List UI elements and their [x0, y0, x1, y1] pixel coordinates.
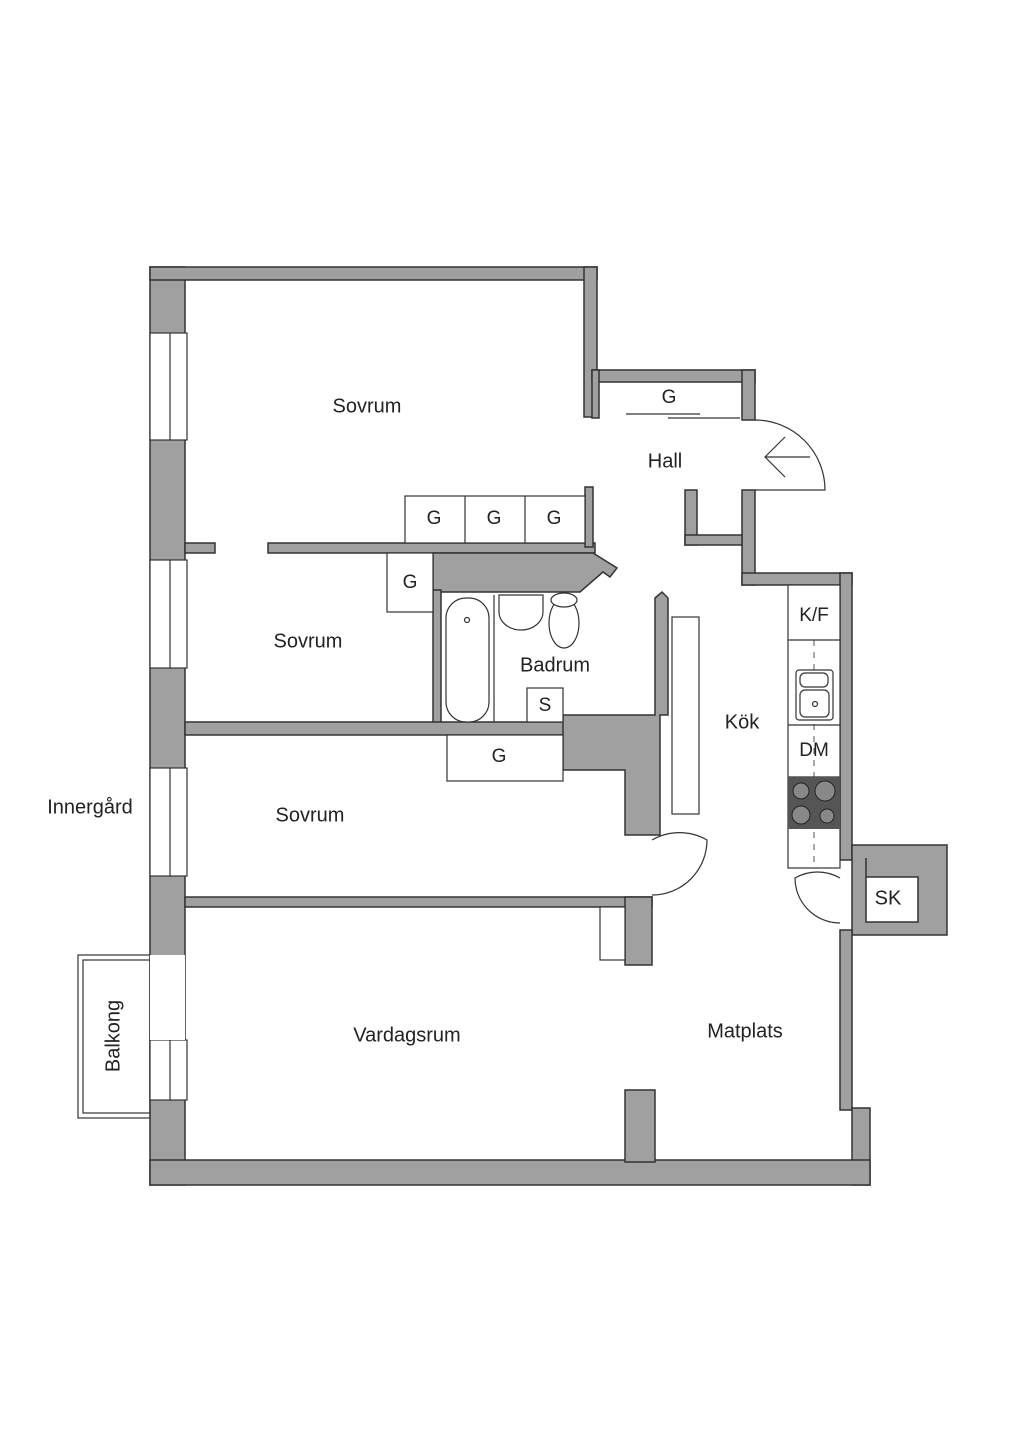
storage-label: S [539, 695, 552, 716]
bathtub [445, 597, 490, 723]
wardrobe-label: G [492, 746, 507, 767]
fridge-freezer-label: K/F [799, 605, 829, 626]
windows [149, 332, 188, 1101]
wardrobe-label: G [662, 387, 677, 408]
sink [498, 594, 544, 631]
toilet [548, 592, 580, 649]
wardrobe-label: G [403, 572, 418, 593]
room-label-sk: SK [875, 887, 902, 909]
room-label-hall: Hall [648, 450, 682, 472]
label-innergard: Innergård [47, 796, 133, 818]
room-label-matplats: Matplats [707, 1020, 783, 1042]
room-label-badrum: Badrum [520, 654, 590, 676]
label-balkong: Balkong [102, 1000, 124, 1072]
room-label-sovrum-3: Sovrum [276, 804, 345, 826]
kitchen-sink [795, 669, 834, 721]
sovrum-door[interactable] [651, 832, 708, 896]
dishwasher-label: DM [799, 740, 829, 761]
room-label-sovrum-1: Sovrum [333, 395, 402, 417]
room-label-kok: Kök [725, 711, 760, 733]
room-label-vardagsrum: Vardagsrum [353, 1024, 460, 1046]
sk-door[interactable] [794, 871, 841, 924]
wardrobe-label: G [427, 508, 442, 529]
wardrobe-label: G [487, 508, 502, 529]
stove [788, 777, 840, 829]
wardrobe-label: G [547, 508, 562, 529]
room-label-sovrum-2: Sovrum [274, 630, 343, 652]
entrance-door[interactable] [754, 419, 826, 491]
balcony [77, 954, 151, 1119]
arrow-left-icon [764, 436, 810, 478]
